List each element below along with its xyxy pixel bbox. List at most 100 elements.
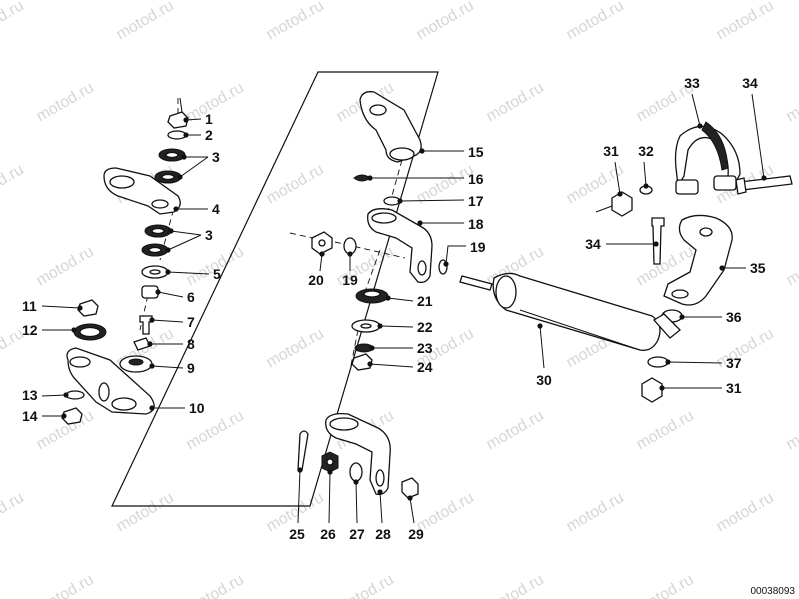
callout-number-label: 32 [638,143,654,159]
callout-number-label: 19 [470,239,486,255]
callout-dot [149,317,155,323]
callout-number-label: 22 [417,319,433,335]
callout-dot [643,183,649,189]
watermark-text: motod.ru [184,79,247,125]
callout-leader-line [297,469,301,524]
watermark-text: motod.ru [0,489,27,535]
washer-part-13 [65,390,85,400]
callout-leader-line [41,305,81,309]
callout-number-label: 2 [205,127,213,143]
callout-number-label: 37 [726,355,742,371]
callout-number-label: 8 [187,336,195,352]
watermark-text: motod.ru [634,571,697,599]
callout-leader-line [167,234,202,251]
callout-leader-line [445,245,466,265]
callout-number-label: 18 [468,216,484,232]
callout-leader-line [379,491,383,524]
callout-leader-line [643,161,647,187]
callout-number-label: 1 [205,111,213,127]
watermark-text: motod.ru [34,571,97,599]
callout-number-label: 31 [603,143,619,159]
callout-number-label: 20 [308,272,324,288]
callout-number-label: 12 [22,322,38,338]
callout-number-label: 15 [468,144,484,160]
callout-dot [367,361,373,367]
callout-number-label: 9 [187,360,195,376]
callout-number-label: 3 [205,227,213,243]
callout-dot [71,327,77,333]
nut-part-31-lower [641,377,663,403]
watermark-text: motod.ru [784,407,799,453]
watermark-text: motod.ru [114,0,177,43]
callout-dot [537,323,543,329]
bracket-part-18 [367,208,433,284]
callout-dot [443,261,449,267]
washer-part-37 [647,356,669,368]
callout-leader-line [179,156,209,178]
callout-leader-line [667,361,723,364]
callout-leader-line [369,363,414,368]
nut-part-11 [77,299,99,317]
callout-number-label: 23 [417,340,433,356]
callout-number-label: 35 [750,260,766,276]
callout-dot [377,323,383,329]
callout-leader-line [151,319,184,323]
callout-leader-line [409,497,415,524]
frame-outline [111,71,439,507]
callout-number-label: 7 [187,314,195,330]
callout-number-label: 4 [212,201,220,217]
callout-dot [397,198,403,204]
callout-number-label: 27 [349,526,365,542]
callout-dot [149,405,155,411]
watermark-text: motod.ru [264,0,327,43]
callout-number-label: 10 [189,400,205,416]
callout-dot [679,314,685,320]
callout-dot [665,359,671,365]
callout-number-label: 3 [212,149,220,165]
center-stack-parts [297,91,448,499]
callout-dot [377,489,383,495]
diagram-code: 00038093 [751,586,796,597]
callout-dot [183,117,189,123]
nut-part-14 [61,407,83,425]
callout-dot [319,251,325,257]
watermark-text: motod.ru [784,243,799,289]
callout-leader-line [157,291,184,298]
washer-part-27 [349,462,363,482]
callout-leader-line [41,394,67,397]
watermark-text: motod.ru [264,325,327,371]
callout-dot [168,228,174,234]
callout-dot [369,345,375,351]
callout-leader-line [355,481,358,524]
bracket-part-28 [325,412,391,496]
callout-dot [165,269,171,275]
callout-leader-line [328,471,331,524]
cotter-pin-part-25 [297,430,309,471]
callout-number-label: 13 [22,387,38,403]
callout-dot [165,247,171,253]
watermark-text: motod.ru [784,79,799,125]
watermark-text: motod.ru [334,571,397,599]
callout-dot [173,206,179,212]
callout-dot [155,289,161,295]
watermark-text: motod.ru [114,489,177,535]
watermark-text: motod.ru [414,0,477,43]
watermark-text: motod.ru [484,79,547,125]
callout-leader-line [319,253,323,272]
callout-dot [297,467,303,473]
callout-dot [367,175,373,181]
callout-dot [347,251,353,257]
watermark-text: motod.ru [634,407,697,453]
callout-number-label: 34 [585,236,601,252]
callout-dot [177,174,183,180]
watermark-text: motod.ru [484,571,547,599]
callout-leader-line [170,230,202,236]
callout-dot [181,154,187,160]
callout-dot [63,392,69,398]
callout-leader-line [539,325,545,369]
callout-dot [617,191,623,197]
watermark-text: motod.ru [564,0,627,43]
callout-number-label: 17 [468,193,484,209]
